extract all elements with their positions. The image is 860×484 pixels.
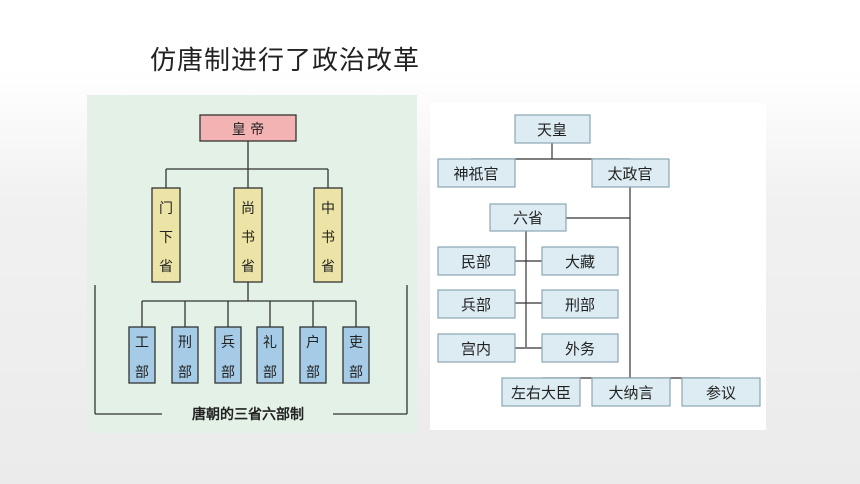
vertical-char: 工 (135, 335, 149, 351)
tang-connectors (94, 141, 408, 415)
jp-minister-label: 大纳言 (608, 384, 653, 402)
jp-ministry-hyobu: 兵部 (437, 289, 516, 319)
vertical-char: 礼 (263, 335, 277, 351)
ministry-label-li: 礼部 (263, 335, 277, 381)
jp-jingi-box: 神祇官 (437, 158, 516, 188)
vertical-char: 省 (321, 259, 335, 275)
emperor-box: 皇 帝 (199, 114, 297, 142)
vertical-char: 书 (321, 230, 335, 246)
jp-minister-dainagon: 大纳言 (591, 377, 671, 407)
ministry-label-hu: 户部 (306, 334, 320, 381)
jp-root-label: 天皇 (537, 121, 567, 139)
jp-ministry-label: 兵部 (461, 296, 491, 314)
vertical-char: 部 (263, 365, 277, 381)
jp-dajo-label: 太政官 (607, 165, 652, 183)
tang-caption: 唐朝的三省六部制 (192, 406, 304, 423)
vertical-char: 中 (321, 201, 335, 217)
ministry-label-li2: 吏部 (349, 335, 363, 381)
jp-ministry-label: 民部 (461, 253, 491, 271)
vertical-char: 户 (306, 334, 320, 351)
vertical-char: 部 (306, 365, 320, 381)
ministry-box-li2: 吏部 (342, 326, 370, 384)
tang-system-svg: 皇 帝 门下省 尚书省 中书省 工部 刑部 兵部 礼部 (94, 114, 408, 423)
jp-six-label: 六省 (513, 209, 543, 227)
jp-jingi-label: 神祇官 (453, 165, 498, 183)
vertical-char: 尚 (241, 201, 255, 217)
vertical-char: 部 (178, 365, 192, 381)
province-label-shangshu: 尚书省 (241, 201, 255, 275)
vertical-char: 部 (349, 365, 363, 381)
jp-minister-label: 参议 (706, 384, 736, 402)
jp-minister-label: 左右大臣 (511, 384, 571, 402)
jp-ministry-label: 外务 (565, 340, 595, 358)
slide-title: 仿唐制进行了政治改革 (150, 46, 421, 76)
jp-root-box: 天皇 (514, 114, 591, 144)
jp-six-box: 六省 (489, 203, 567, 232)
vertical-char: 下 (159, 230, 173, 246)
vertical-char: 部 (135, 365, 149, 381)
ministry-label-gong: 工部 (135, 335, 149, 381)
tang-system-diagram: 皇 帝 门下省 尚书省 中书省 工部 刑部 兵部 礼部 (87, 95, 417, 433)
vertical-char: 书 (241, 230, 255, 246)
province-box-menxia: 门下省 (151, 187, 181, 283)
jp-ministry-gaimu: 外务 (541, 333, 619, 363)
ministry-box-gong: 工部 (128, 326, 156, 384)
province-box-zhongshu: 中书省 (313, 187, 343, 283)
jp-ministry-minbu: 民部 (437, 246, 516, 276)
vertical-char: 省 (241, 259, 255, 275)
ministry-box-bing: 兵部 (214, 326, 242, 384)
jp-minister-sadaijin: 左右大臣 (501, 377, 581, 407)
jp-ministry-label: 大藏 (565, 253, 595, 271)
province-label-menxia: 门下省 (159, 201, 173, 275)
jp-ministry-gyobu: 刑部 (541, 289, 619, 319)
jp-ministry-kunai: 宫内 (437, 333, 516, 363)
emperor-label: 皇 帝 (232, 122, 264, 138)
ministry-label-bing: 兵部 (221, 335, 235, 381)
jp-ministry-okura: 大藏 (541, 246, 619, 276)
ministry-label-xing: 刑部 (178, 335, 192, 381)
jp-ministry-label: 刑部 (565, 296, 595, 314)
ministry-box-li: 礼部 (256, 326, 284, 384)
ministry-box-xing: 刑部 (171, 326, 199, 384)
vertical-char: 门 (159, 201, 173, 217)
vertical-char: 吏 (349, 335, 363, 351)
vertical-char: 兵 (221, 335, 235, 351)
vertical-char: 部 (221, 365, 235, 381)
japan-system-diagram: 天皇 神祇官 太政官 六省 民部 兵部 宫内 大藏 (430, 103, 766, 430)
vertical-char: 省 (159, 259, 173, 275)
vertical-char: 刑 (178, 335, 192, 351)
jp-dajo-box: 太政官 (591, 158, 670, 188)
japan-system-svg: 天皇 神祇官 太政官 六省 民部 兵部 宫内 大藏 (437, 114, 761, 407)
province-label-zhongshu: 中书省 (321, 201, 335, 275)
jp-minister-sangi: 参议 (681, 377, 761, 407)
province-box-shangshu: 尚书省 (233, 187, 263, 283)
jp-ministry-label: 宫内 (461, 340, 491, 358)
ministry-box-hu: 户部 (299, 326, 327, 384)
